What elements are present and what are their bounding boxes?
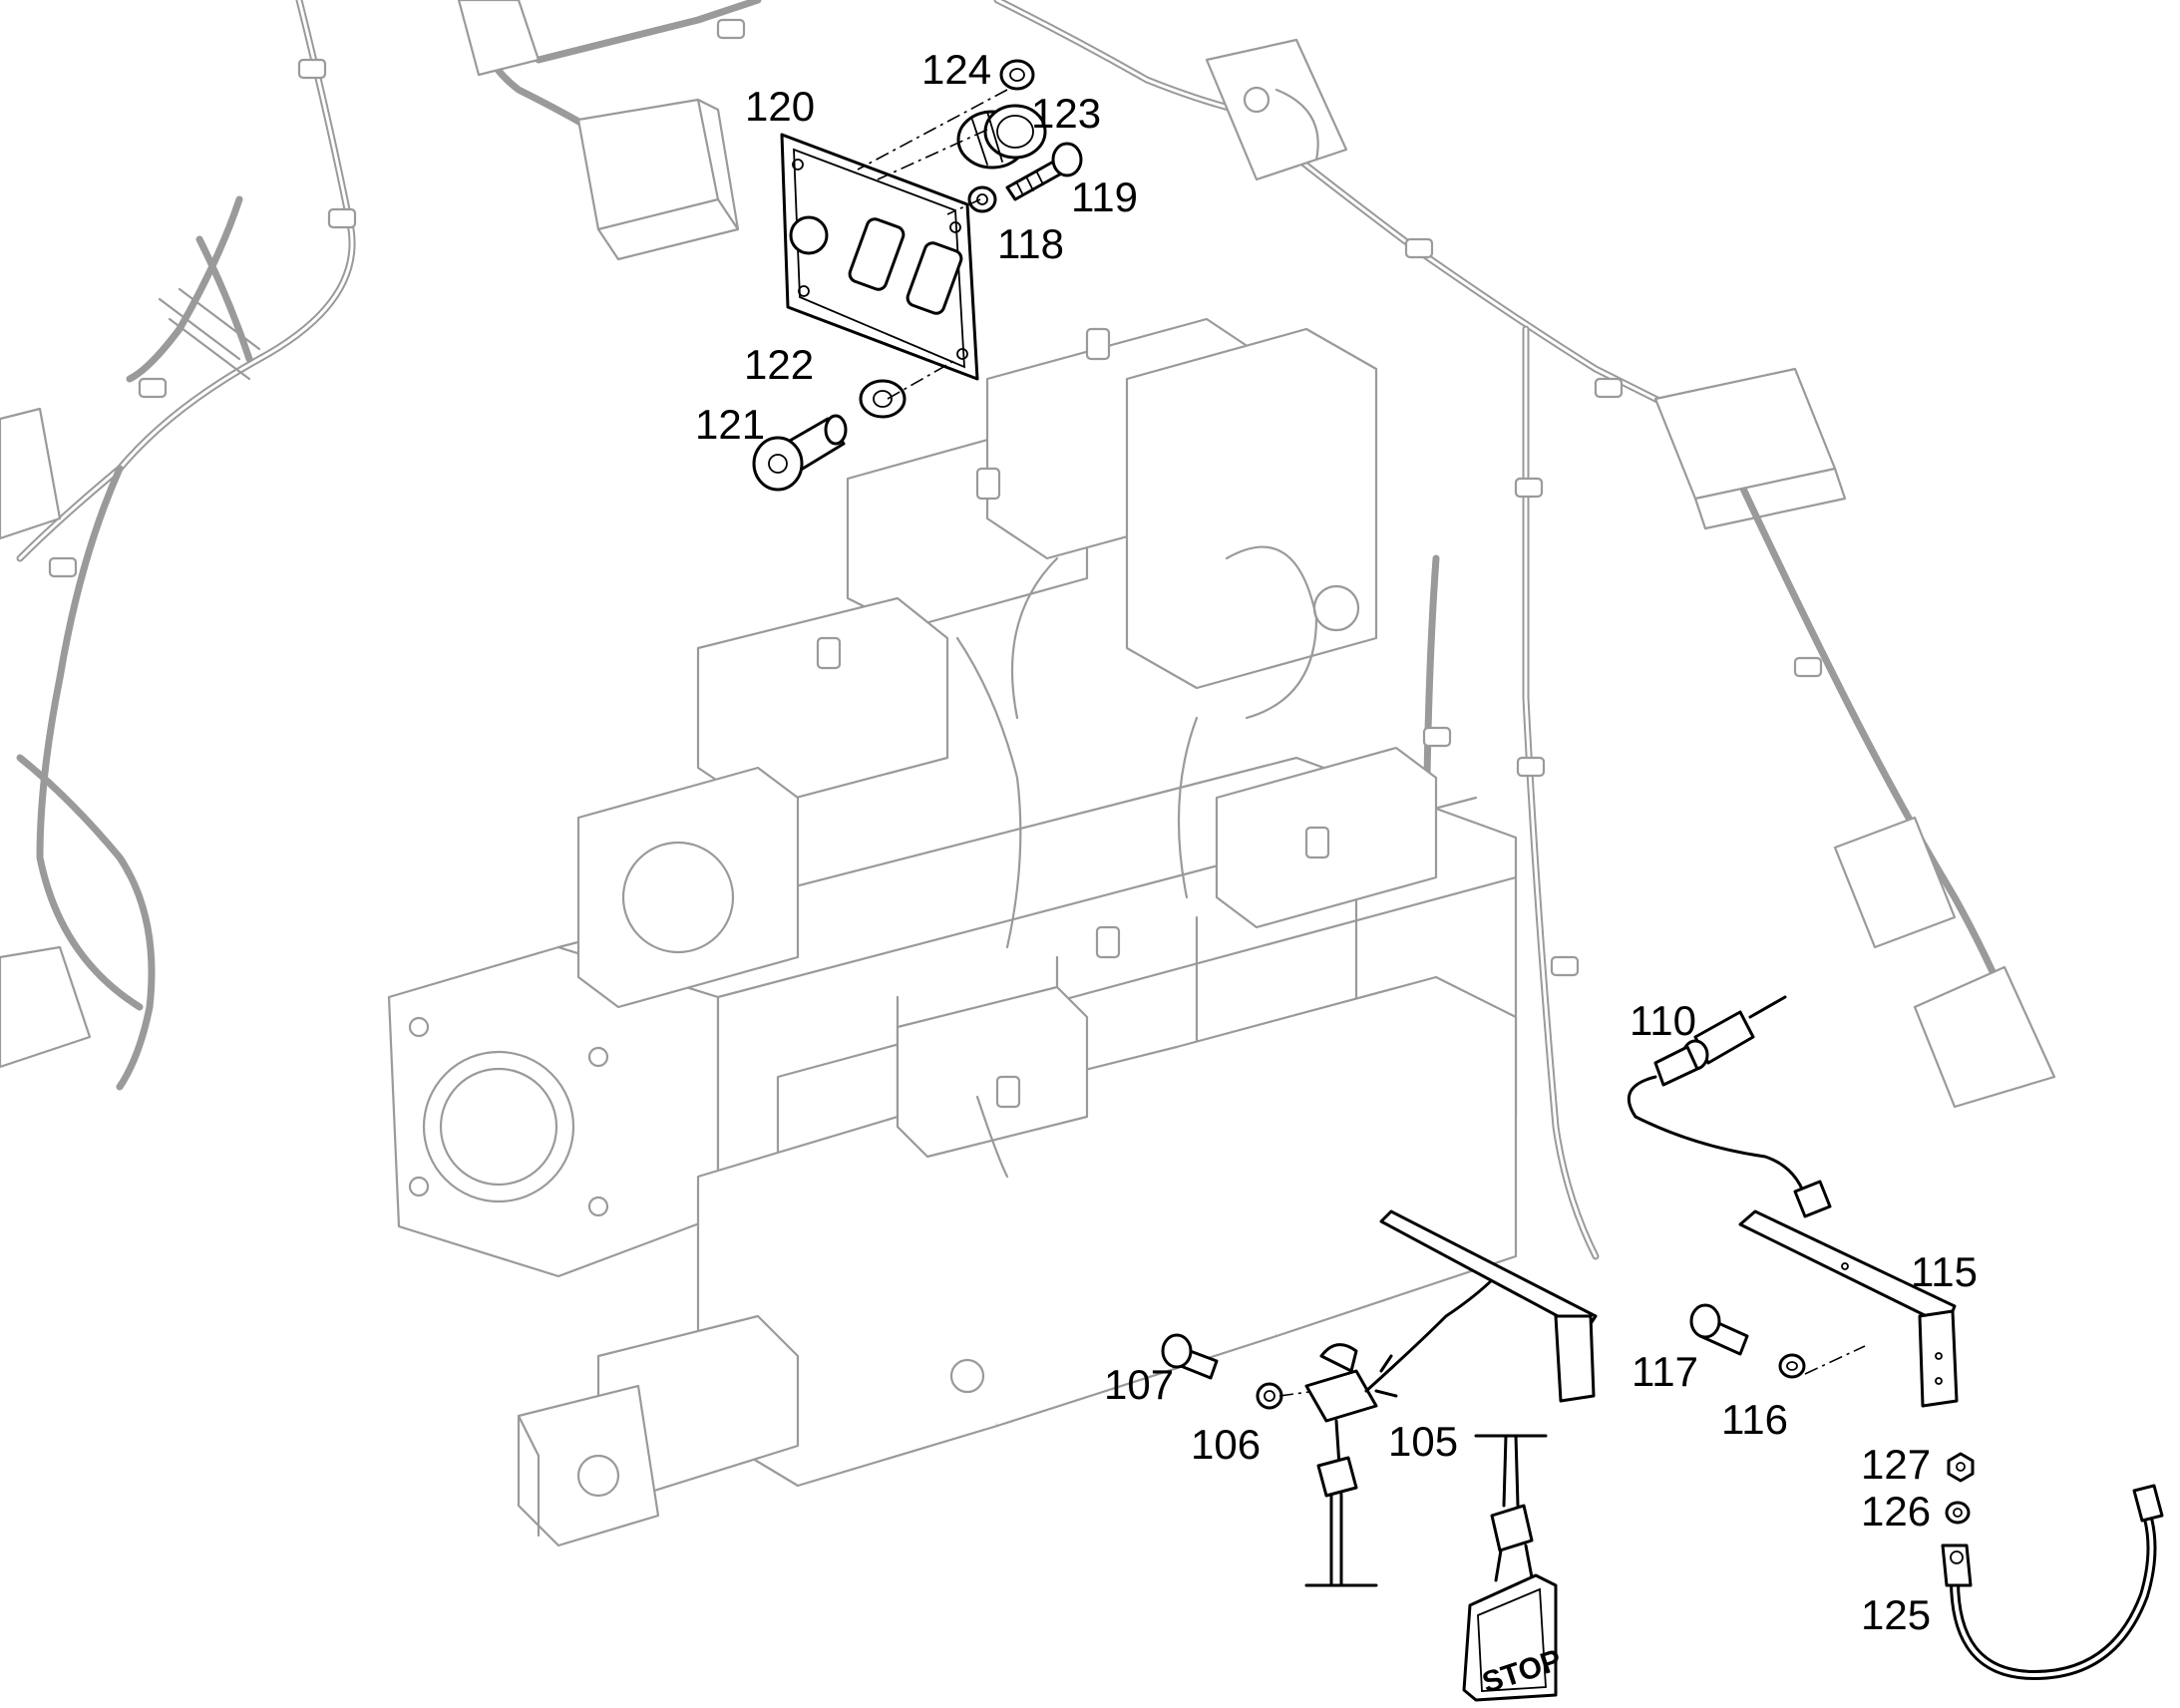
callout-127: 127 <box>1861 1441 1931 1488</box>
cable-bracket <box>1379 1209 1598 1403</box>
sensor-110 <box>1627 995 1832 1218</box>
leader-lines-top <box>857 89 1008 400</box>
callout-123: 123 <box>1031 90 1101 137</box>
callout-115: 115 <box>1911 1248 1978 1295</box>
nut-127 <box>1947 1452 1975 1483</box>
callout-121: 121 <box>695 401 765 448</box>
callout-105: 105 <box>1388 1418 1458 1465</box>
stop-tag: STOP <box>1462 1434 1566 1702</box>
bolt-117 <box>1689 1303 1749 1356</box>
washer-126 <box>1945 1501 1971 1525</box>
callout-110: 110 <box>1630 997 1696 1044</box>
bracket-115 <box>1738 1209 1959 1408</box>
washer-122 <box>859 379 907 419</box>
callout-117: 117 <box>1632 1348 1698 1395</box>
bolt-119 <box>1005 142 1083 201</box>
callout-126: 126 <box>1861 1488 1931 1535</box>
wiring-harness-background <box>16 0 2038 1260</box>
switch-105 <box>1304 1274 1498 1587</box>
bolt-107 <box>1161 1333 1219 1380</box>
callout-106: 106 <box>1191 1421 1261 1468</box>
hydrostatic-pump-assembly-background <box>387 317 1518 1547</box>
connector-boxes-background <box>0 0 2056 1109</box>
cap-nut-124 <box>999 59 1035 91</box>
callout-119: 119 <box>1071 173 1138 220</box>
washer-106 <box>1256 1382 1317 1410</box>
callout-107: 107 <box>1104 1361 1174 1408</box>
callout-124: 124 <box>921 46 991 93</box>
gasket-plate-120 <box>780 133 979 381</box>
callout-118: 118 <box>997 220 1064 267</box>
washer-116 <box>1778 1345 1866 1379</box>
callout-labels: 105 106 107 110 115 116 117 118 119 120 … <box>695 46 1978 1638</box>
callout-125: 125 <box>1861 1591 1931 1638</box>
callout-122: 122 <box>744 341 814 388</box>
callout-120: 120 <box>745 83 815 130</box>
callout-116: 116 <box>1721 1396 1788 1443</box>
earth-strap-125 <box>1941 1484 2164 1680</box>
grommet-123 <box>956 104 1047 170</box>
cap-screw-121 <box>752 414 848 492</box>
washer-118 <box>967 185 997 213</box>
